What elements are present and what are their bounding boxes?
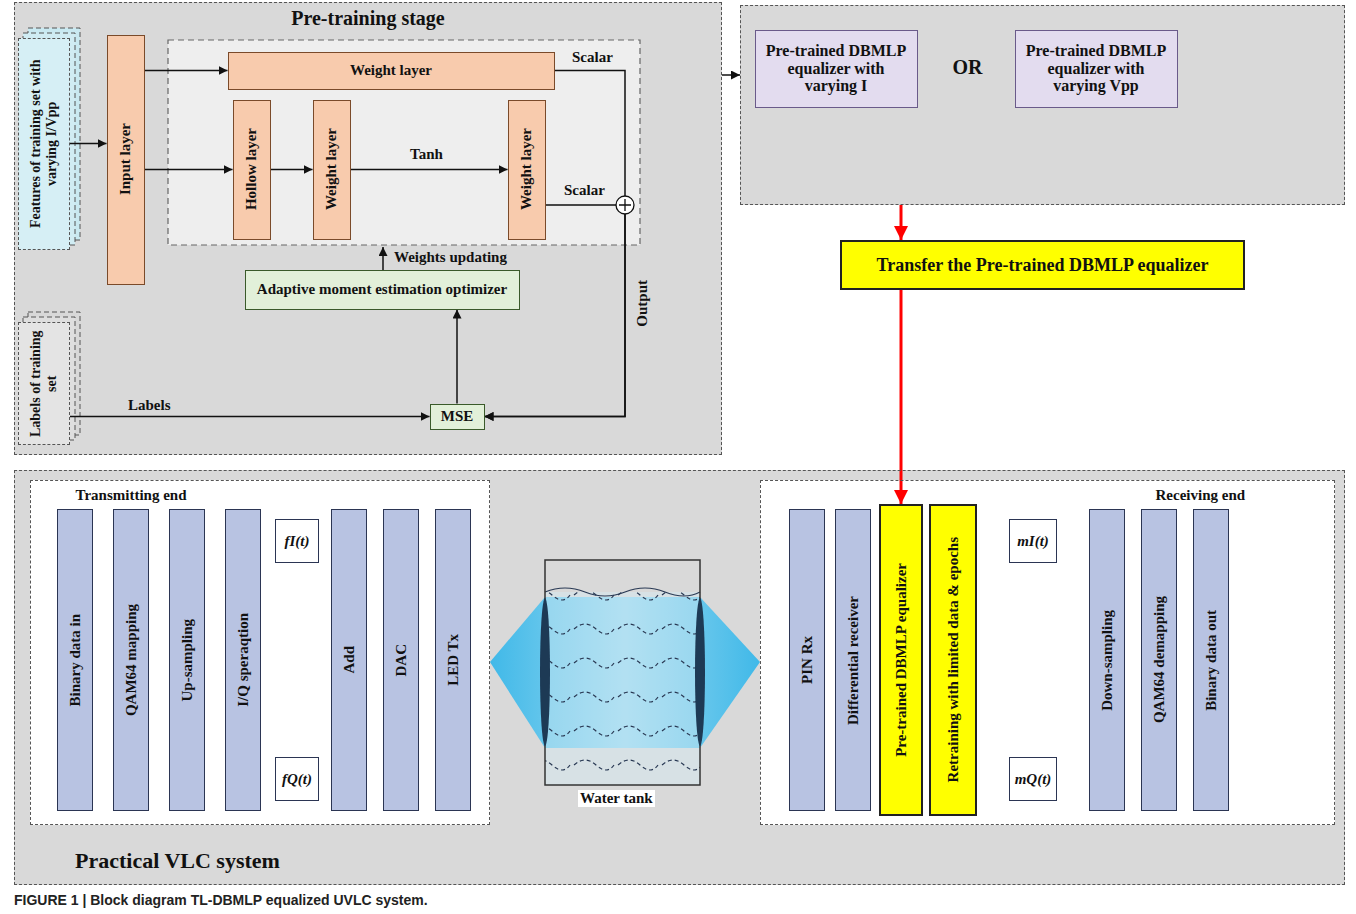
box-text: mI(t)	[1017, 533, 1049, 550]
box-text: Features of training set with varying I/…	[28, 43, 59, 245]
carrier-box: fQ(t)	[275, 757, 319, 801]
box-text: Pre-trained DBMLP equalizer	[893, 563, 910, 757]
transfer-arrow	[900, 205, 903, 240]
edge-label: Tanh	[408, 146, 445, 163]
panel-heading: Receiving end	[1156, 487, 1246, 504]
box-text: Down-sampling	[1099, 610, 1116, 711]
panel-heading: Practical VLC system	[75, 849, 280, 874]
box-text: Differential receiver	[845, 596, 862, 725]
panel-heading: Pre-training stage	[15, 7, 721, 29]
loss-box: MSE	[430, 404, 485, 430]
panel-heading: Transmitting end	[76, 487, 187, 504]
vlc-ground	[14, 470, 1345, 885]
flow-arrow	[351, 169, 508, 171]
flow-arrow	[145, 70, 228, 72]
process-box: Down-sampling	[1089, 509, 1125, 811]
box-text: QAM64 mapping	[123, 604, 140, 716]
box-text: Labels of training set	[28, 327, 59, 440]
box-text: Pre-trained DBMLP equalizer with varying…	[760, 42, 913, 96]
flow-arrow	[485, 71, 626, 417]
process-box: Binary data out	[1193, 509, 1229, 811]
input-layer: Input layer	[107, 35, 145, 285]
box-text: fI(t)	[285, 533, 310, 550]
flow-arrow	[271, 169, 313, 171]
retrain-box: Retraining with limited data & epochs	[929, 504, 977, 816]
sum-symbol	[616, 196, 634, 214]
pretrained-panel-ground	[740, 5, 1345, 205]
tx-ground	[30, 480, 490, 825]
receiver-panel: Receiving endPIN Rx Differential receiver…	[760, 480, 1335, 825]
illustration-label: Water tank	[578, 790, 655, 807]
box-text: Transfer the Pre-trained DBMLP equalizer	[877, 255, 1209, 275]
box-text: Up-sampling	[179, 619, 196, 702]
box-text: Hollow layer	[243, 128, 260, 210]
equalizer-box: Pre-trained DBMLP equalizer	[879, 504, 923, 816]
transfer-arrow	[900, 290, 903, 504]
vlc-panel: Practical VLC system Transmitting endBina…	[14, 470, 1345, 885]
panel-heading: OR	[919, 56, 1016, 78]
filter-box: mI(t)	[1009, 519, 1057, 563]
flow-arrow	[722, 74, 740, 76]
box-text: MSE	[441, 408, 474, 425]
process-box: QAM64 demapping	[1141, 509, 1177, 811]
pretrained-panel: ORPre-trained DBMLP equalizer with varyi…	[740, 5, 1345, 205]
flow-arrow	[485, 205, 626, 417]
box-text: Weight layer	[518, 128, 535, 210]
box-text: Retraining with limited data & epochs	[945, 537, 962, 782]
box-text: Weight layer	[323, 128, 340, 210]
process-box: QAM64 mapping	[113, 509, 149, 811]
process-box: LED Tx	[435, 509, 471, 811]
annotation: Weights updating	[392, 249, 509, 266]
box-text: Adaptive moment estimation optimizer	[257, 281, 507, 298]
box-text: Weight layer	[350, 62, 432, 79]
carrier-box: fI(t)	[275, 519, 319, 563]
box-text: Binary data out	[1203, 610, 1220, 711]
annotation: Output	[632, 280, 653, 327]
box-text: LED Tx	[445, 634, 462, 686]
box-text: Binary data in	[67, 614, 84, 707]
update-arrow	[382, 247, 384, 270]
edge-label: Scalar	[570, 49, 615, 66]
box-text: QAM64 demapping	[1151, 596, 1168, 723]
weight-layer: Weight layer	[508, 100, 546, 240]
edge-label: Scalar	[562, 182, 607, 199]
pretrained-box: Pre-trained DBMLP equalizer with varying…	[1015, 30, 1178, 108]
box-text: Input layer	[117, 123, 134, 195]
label-set: Labels of training set	[18, 322, 70, 445]
optimizer-box: Adaptive moment estimation optimizer	[245, 270, 520, 310]
flow-arrow	[145, 169, 233, 171]
edge-label: Labels	[126, 397, 173, 414]
water-tank	[490, 560, 760, 785]
pretrained-box: Pre-trained DBMLP equalizer with varying…	[755, 30, 918, 108]
pretraining-ground	[14, 2, 722, 455]
weight-layer: Weight layer	[313, 100, 351, 240]
box-text: fQ(t)	[282, 771, 312, 788]
filter-box: mQ(t)	[1009, 757, 1057, 801]
process-box: I/Q speraqtion	[225, 509, 261, 811]
process-box: Up-sampling	[169, 509, 205, 811]
feature-set: Features of training set with varying I/…	[18, 38, 70, 250]
flow-arrow	[70, 416, 430, 418]
weight-layer: Weight layer	[228, 52, 555, 90]
box-text: DAC	[393, 644, 410, 677]
process-box: DAC	[383, 509, 419, 811]
transmitter-panel: Transmitting endBinary data in QAM64 mapp…	[30, 480, 490, 825]
pretraining-panel: Pre-training stageFeatures of training s…	[14, 2, 722, 455]
process-box: Differential receiver	[835, 509, 871, 811]
process-box: Binary data in	[57, 509, 93, 811]
flow-arrow	[70, 143, 107, 145]
transfer-box: Transfer the Pre-trained DBMLP equalizer	[840, 240, 1245, 290]
process-box: Add	[331, 509, 367, 811]
box-text: mQ(t)	[1015, 771, 1052, 788]
rx-ground	[760, 480, 1335, 825]
flow-arrow	[456, 310, 458, 404]
box-text: I/Q speraqtion	[235, 613, 252, 707]
process-box: PIN Rx	[789, 509, 825, 811]
box-text: PIN Rx	[799, 636, 816, 684]
figure-caption: FIGURE 1 | Block diagram TL-DBMLP equali…	[14, 892, 428, 908]
hollow-layer: Hollow layer	[233, 100, 271, 240]
box-text: Pre-trained DBMLP equalizer with varying…	[1020, 42, 1173, 96]
box-text: Add	[341, 646, 358, 674]
